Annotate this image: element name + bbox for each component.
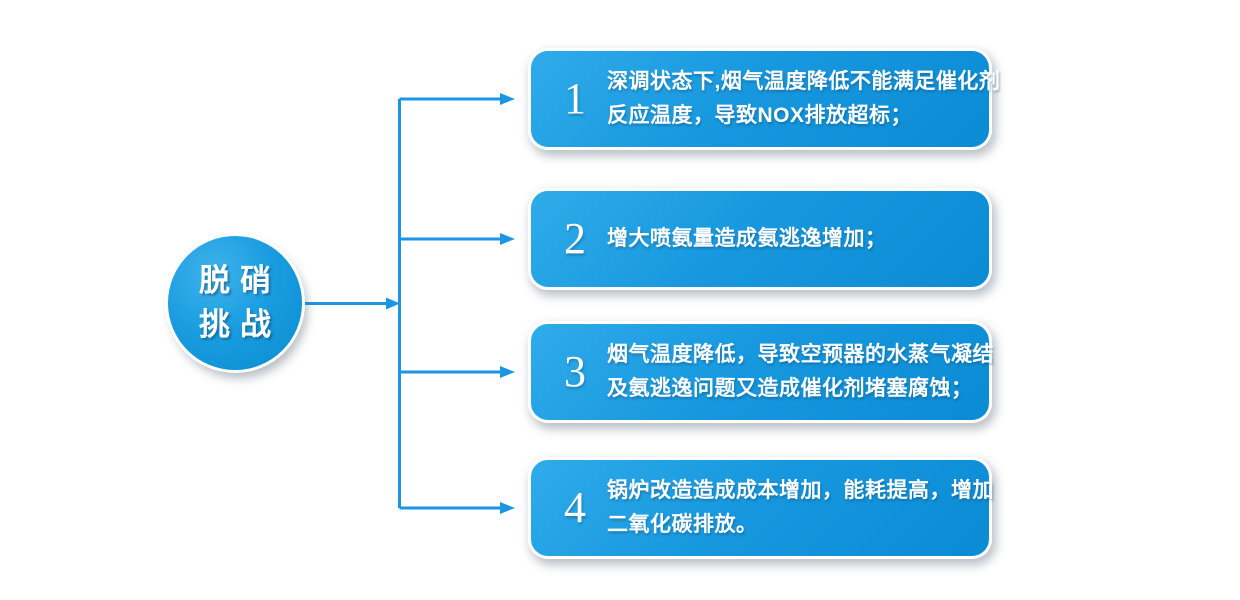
arrowhead-icon: [500, 93, 515, 105]
challenge-box-4: 4 锅炉改造造成成本增加，能耗提高，增加 二氧化碳排放。: [528, 457, 994, 559]
box-1-text: 深调状态下,烟气温度降低不能满足催化剂 反应温度，导致NOX排放超标；: [607, 65, 1000, 133]
box-3-text-line1: 烟气温度降低，导致空预器的水蒸气凝结: [607, 343, 994, 366]
box-4-number: 4: [564, 483, 586, 532]
box-3-number: 3: [564, 347, 586, 396]
box-2-number: 2: [564, 214, 586, 263]
arrowhead-icon: [500, 502, 515, 514]
box-3-text: 烟气温度降低，导致空预器的水蒸气凝结 及氨逃逸问题又造成催化剂堵塞腐蚀；: [607, 338, 994, 406]
box-4-text-line2: 二氧化碳排放。: [607, 513, 758, 536]
box-2-text: 增大喷氨量造成氨逃逸增加；: [607, 222, 887, 256]
arrowhead-icon: [500, 233, 515, 245]
box-2-text-line1: 增大喷氨量造成氨逃逸增加；: [607, 227, 887, 250]
challenge-box-2: 2 增大喷氨量造成氨逃逸增加；: [528, 188, 992, 290]
challenge-box-1: 1 深调状态下,烟气温度降低不能满足催化剂 反应温度，导致NOX排放超标；: [528, 48, 1000, 150]
arrowhead-icon: [500, 366, 515, 378]
arrowhead-icon: [386, 297, 400, 310]
center-node-label-line1: 脱硝: [199, 263, 281, 298]
challenge-box-3: 3 烟气温度降低，导致空预器的水蒸气凝结 及氨逃逸问题又造成催化剂堵塞腐蚀；: [528, 321, 994, 423]
box-1-text-line1: 深调状态下,烟气温度降低不能满足催化剂: [607, 70, 1001, 93]
box-1-text-line2: 反应温度，导致NOX排放超标；: [607, 104, 913, 127]
box-3-text-line2: 及氨逃逸问题又造成催化剂堵塞腐蚀；: [607, 377, 973, 400]
box-4-text: 锅炉改造造成成本增加，能耗提高，增加 二氧化碳排放。: [607, 474, 994, 542]
center-node-label-line2: 挑战: [199, 307, 281, 342]
center-node-denitrification-challenges: 脱硝 挑战: [168, 236, 302, 370]
box-1-number: 1: [564, 74, 586, 123]
box-4-text-line1: 锅炉改造造成成本增加，能耗提高，增加: [607, 479, 994, 502]
